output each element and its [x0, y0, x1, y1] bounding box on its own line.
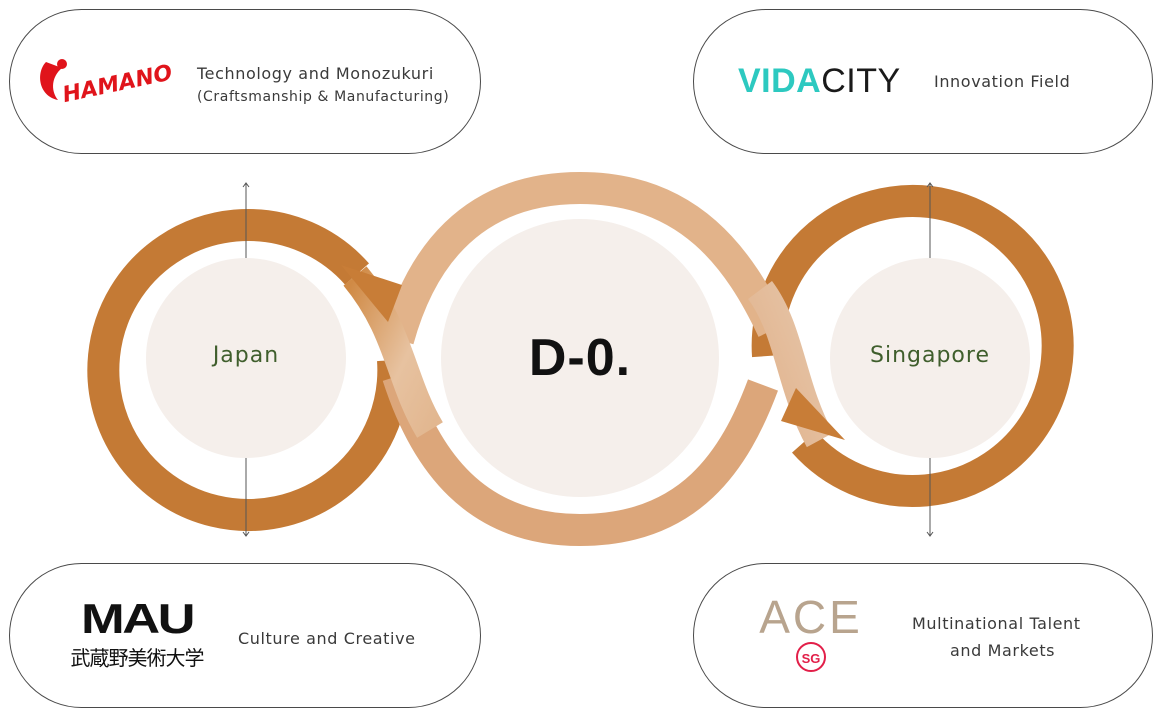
hamano-logo-text: HAMANO — [60, 61, 174, 109]
mau-logo-text: MAU — [80, 595, 196, 642]
singapore-top-connector — [926, 182, 934, 258]
singapore-label: Singapore — [870, 343, 990, 368]
singapore-bottom-connector — [926, 458, 934, 537]
center-circle — [441, 219, 719, 497]
mau-logo-subtext: 武蔵野美術大学 — [70, 646, 205, 670]
partner-card-hamano: HAMANO Technology and Monozukuri (Crafts… — [9, 9, 481, 154]
vidacity-logo-vida: VIDA — [738, 62, 822, 100]
partner-card-vidacity: VIDACITY Innovation Field — [693, 9, 1153, 154]
acesg-logo-text: ACE — [759, 591, 863, 643]
partner-card-mau: MAU 武蔵野美術大学 Culture and Creative — [9, 563, 481, 708]
japan-label: Japan — [212, 343, 280, 368]
vidacity-line1: Innovation Field — [934, 72, 1071, 91]
right-loop-arc — [751, 184, 1074, 507]
hamano-line1: Technology and Monozukuri — [197, 64, 434, 83]
partner-card-acesg: ACE SG Multinational Talent and Markets — [693, 563, 1153, 708]
center-loop-bottom — [382, 371, 778, 547]
vidacity-logo: VIDACITY — [738, 62, 901, 101]
japan-top-connector — [242, 182, 250, 258]
acesg-line2: and Markets — [950, 641, 1056, 660]
mau-logo: MAU 武蔵野美術大学 — [52, 598, 222, 671]
right-arrowhead — [781, 388, 845, 440]
hamano-line2: (Craftsmanship & Manufacturing) — [197, 89, 450, 105]
acesg-logo-badge: SG — [796, 642, 826, 672]
center-logo: D-0. — [528, 329, 632, 387]
singapore-circle — [830, 258, 1030, 458]
left-loop-arc — [87, 209, 410, 532]
left-arrowhead — [341, 265, 402, 322]
center-loop-top — [382, 171, 788, 345]
hamano-logo: HAMANO — [40, 59, 175, 109]
mau-line1: Culture and Creative — [238, 629, 416, 648]
vidacity-logo-city: CITY — [821, 62, 901, 100]
japan-bottom-connector — [242, 458, 250, 537]
japan-circle — [146, 258, 346, 458]
acesg-logo: ACE SG — [746, 594, 876, 672]
acesg-line1: Multinational Talent — [912, 614, 1081, 633]
